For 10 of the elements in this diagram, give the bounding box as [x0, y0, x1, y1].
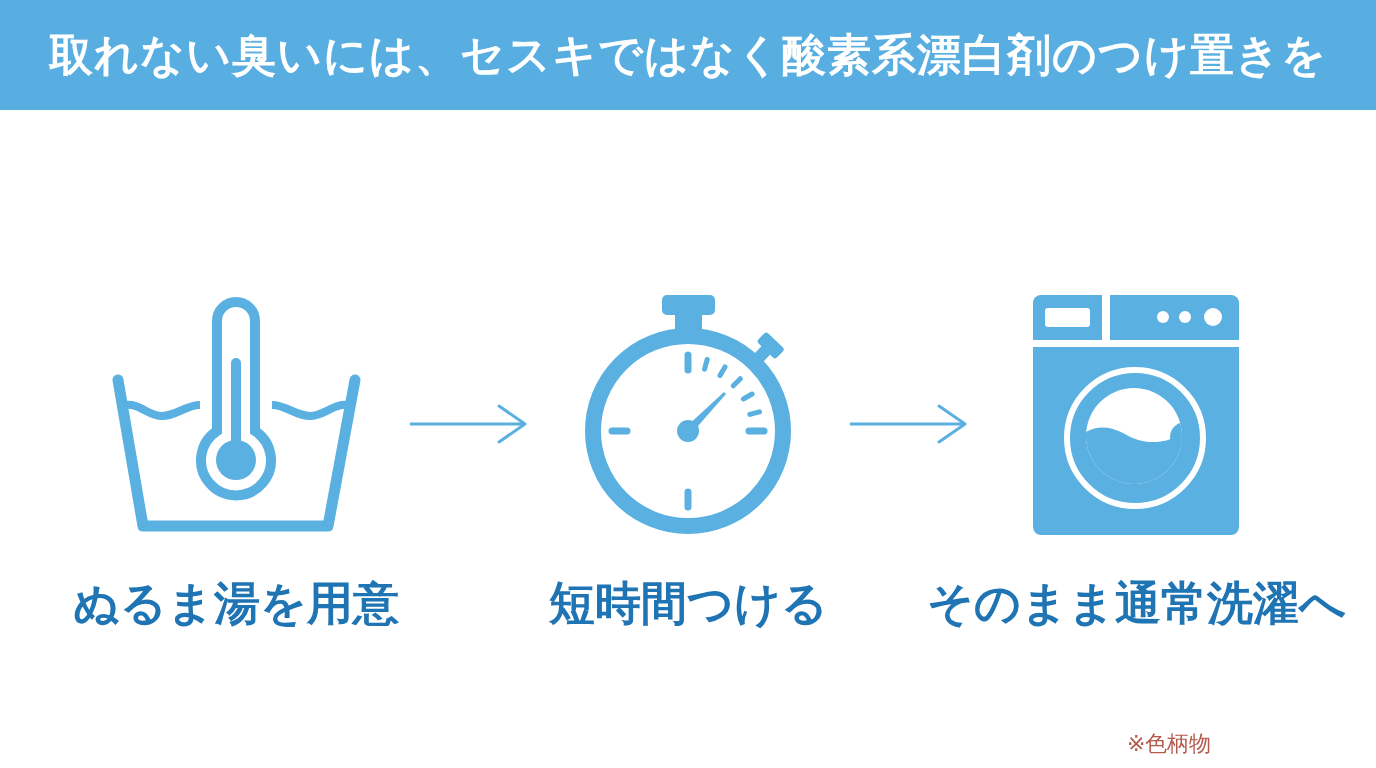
- footnote: ※色柄物: [1127, 733, 1212, 755]
- washing-machine-icon: [1033, 295, 1239, 535]
- step-label: そのまま通常洗濯へ: [926, 580, 1346, 626]
- basin-thermometer-icon: [110, 295, 362, 535]
- arrow: [410, 404, 527, 444]
- step-label: 短時間つける: [548, 580, 828, 626]
- step-label: ぬるま湯を用意: [73, 580, 399, 626]
- arrow: [850, 404, 967, 444]
- stopwatch-icon: [583, 295, 793, 537]
- title: 取れない臭いには、セスキではなく酸素系漂白剤のつけ置きを: [49, 33, 1327, 77]
